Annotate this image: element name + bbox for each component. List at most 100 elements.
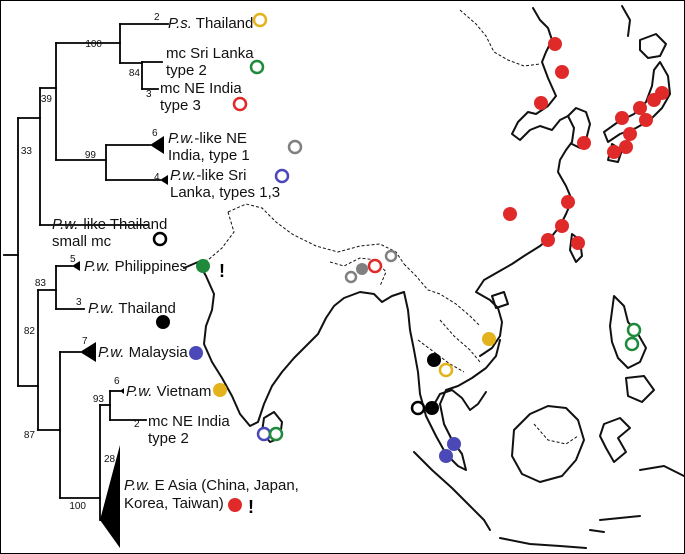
map-marker-east-asia [577,136,591,150]
legend-marker [287,139,303,155]
coast-sumatra [413,451,491,531]
coast-sulawesi [599,417,631,463]
support-value: 33 [21,146,33,157]
coast-philippines [609,295,647,369]
border-ne-india [329,257,387,287]
taxon-count: 7 [82,336,88,347]
support-value: 83 [35,278,47,289]
taxon-label-pw-malaysia: P.w. Malaysia [98,344,188,361]
map-marker-east-asia [503,207,517,221]
legend-marker [232,96,248,112]
map-marker-east-asia [561,195,575,209]
map-marker-ne-india [367,258,383,274]
coast-russia [532,7,557,97]
taxon-count: 3 [76,297,82,308]
map-marker-philippines [626,322,642,338]
map-marker-sri-lanka [268,426,284,442]
map-marker-thailand [438,362,454,378]
clade-wedge [160,175,168,185]
exclamation-mark: ! [248,497,254,517]
taxon-count: 3 [146,89,152,100]
legend-marker [249,59,265,75]
map-marker-ne-india [356,263,368,275]
legend-marker [274,168,290,184]
terminal-counts: 2 3 6 4 5 3 7 6 2 28 [70,12,160,465]
map-marker-east-asia [541,233,555,247]
coast-china [475,95,575,357]
map-marker-ne-india [384,249,398,263]
border-malaysia [533,423,579,445]
coast-sakhalin [621,5,631,37]
map-marker-east-asia [571,236,585,250]
map-marker-east-asia [607,145,621,159]
map-marker-ne-india [344,270,358,284]
support-value: 84 [129,68,141,79]
map-marker-philippines [624,336,640,352]
coast-gulf-thailand [431,389,487,411]
coast-lesser-sunda [589,515,641,533]
map-marker-east-asia [623,127,637,141]
support-value: 82 [24,326,36,337]
clade-wedge [80,342,96,362]
taxon-label-pw-east-asia: P.w. E Asia (China, Japan,Korea, Taiwan) [124,477,299,512]
map-marker-east-asia [555,219,569,233]
map-marker-malaysia [447,437,461,451]
taxon-count: 5 [70,254,76,265]
map-marker-sri-lanka [256,426,272,442]
legend-markers [152,12,303,512]
support-value: 87 [24,430,36,441]
taxon-count: 4 [154,172,160,183]
taxon-count: 2 [154,12,160,23]
clade-wedge [72,261,80,271]
clade-wedge-east-asia [100,445,120,548]
map-marker-thailand [427,353,441,367]
support-value: 99 [85,150,97,161]
map-marker-east-asia [619,140,633,154]
border-indochina [417,319,481,373]
phylogenetic-tree [3,23,169,548]
coast-japan-hokkaido [639,33,667,59]
coast-mindanao [625,375,655,403]
taxon-count: 2 [134,419,140,430]
coast-japan-honshu [603,61,671,143]
legend-marker [228,498,242,512]
border-burma-china [403,263,481,327]
map-marker-east-asia [647,93,661,107]
taxon-count: 6 [152,128,158,139]
support-value: 93 [93,394,105,405]
taxon-label-pw-philippines: P.w. Philippines [84,258,187,275]
legend-marker [252,12,268,28]
taxon-label-pw-thailand: P.w. Thailand [88,300,176,317]
legend-marker [156,315,170,329]
clade-wedge [150,136,164,154]
map-marker-east-asia [555,65,569,79]
taxon-label-ps-thailand: P.s. Thailand [168,15,253,32]
support-value: 39 [41,94,53,105]
border-india-west [197,211,235,263]
coast-new-guinea [639,465,685,477]
support-values: 100 84 39 99 33 83 82 87 93 100 [21,39,141,512]
coast-borneo [511,405,585,483]
legend-marker [213,383,227,397]
exclamation-mark: ! [219,261,225,281]
taxon-count: 6 [114,376,120,387]
coast-hainan [491,291,509,309]
coast-se-asia [403,291,501,471]
coast-java [499,537,587,549]
taxon-count: 28 [104,454,116,465]
coast-india [183,261,405,427]
taxon-label-pw-vietnam: P.w. Vietnam [126,383,211,400]
map-marker-east-asia [633,101,647,115]
border-russia-china [459,9,541,67]
map-markers [256,37,669,463]
